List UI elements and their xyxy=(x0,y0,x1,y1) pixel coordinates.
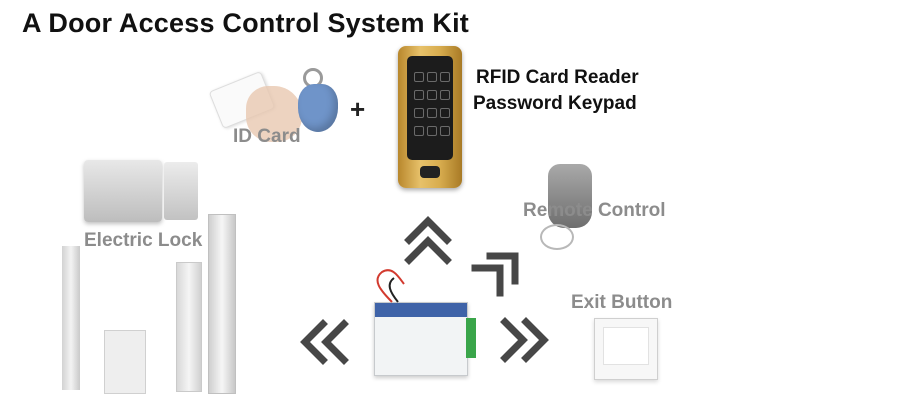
double-chevron-left-icon xyxy=(300,319,349,365)
remote-control-image xyxy=(548,164,592,228)
maglock-armature-image xyxy=(176,262,202,392)
rfid-reader-image xyxy=(398,46,462,188)
electric-lock-body-image xyxy=(84,160,162,222)
remote-key-ring xyxy=(540,224,574,250)
remote-control-label: Remote Control xyxy=(523,200,666,221)
electric-lock-keeper-image xyxy=(164,162,198,220)
exit-button-label: Exit Button xyxy=(571,292,673,313)
exit-button-image xyxy=(594,318,658,380)
reader-label-line2: Password Keypad xyxy=(473,93,637,114)
psu-terminal-block xyxy=(466,318,476,358)
id-card-label: ID Card xyxy=(233,126,301,147)
black-wire xyxy=(388,277,399,303)
exit-button-pad xyxy=(603,327,649,365)
keypad-panel xyxy=(407,56,453,160)
key-fob-image xyxy=(298,84,338,132)
keypad-keys xyxy=(414,72,450,136)
reader-sensor xyxy=(420,166,440,178)
hand-image xyxy=(246,86,302,142)
magnetic-lock-image xyxy=(208,214,236,394)
double-chevron-up-icon xyxy=(404,216,452,265)
reader-label-line1: RFID Card Reader xyxy=(476,67,639,88)
plus-sign: + xyxy=(350,94,366,124)
psu-wires xyxy=(376,269,405,303)
electric-strike-image xyxy=(62,246,80,390)
bolt-lock-image xyxy=(104,330,146,394)
double-chevron-right-icon xyxy=(500,317,549,363)
red-wire xyxy=(376,269,405,303)
power-supply-image xyxy=(374,302,468,376)
electric-lock-label: Electric Lock xyxy=(84,230,203,251)
page-title: A Door Access Control System Kit xyxy=(22,8,469,38)
psu-label-band xyxy=(375,303,467,317)
double-chevron-up-right-icon xyxy=(471,252,519,297)
